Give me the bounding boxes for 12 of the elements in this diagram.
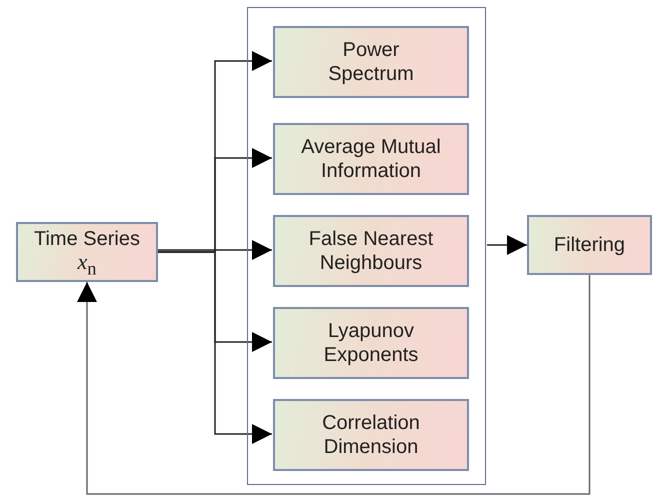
process-box: Correlation Dimension [273,399,469,471]
arrow [158,251,272,444]
process-box: Power Spectrum [273,26,469,98]
process-box: Lyapunov Exponents [273,307,469,379]
group-frame [247,7,486,485]
arrow [77,275,590,495]
process-box: False Nearest Neighbours [273,215,469,287]
process-box: Time Series x$_{n}$ [16,222,158,282]
arrow [158,240,272,260]
process-box: Average Mutual Information [273,123,469,195]
arrow [487,235,527,255]
process-box: Filtering [527,215,652,275]
